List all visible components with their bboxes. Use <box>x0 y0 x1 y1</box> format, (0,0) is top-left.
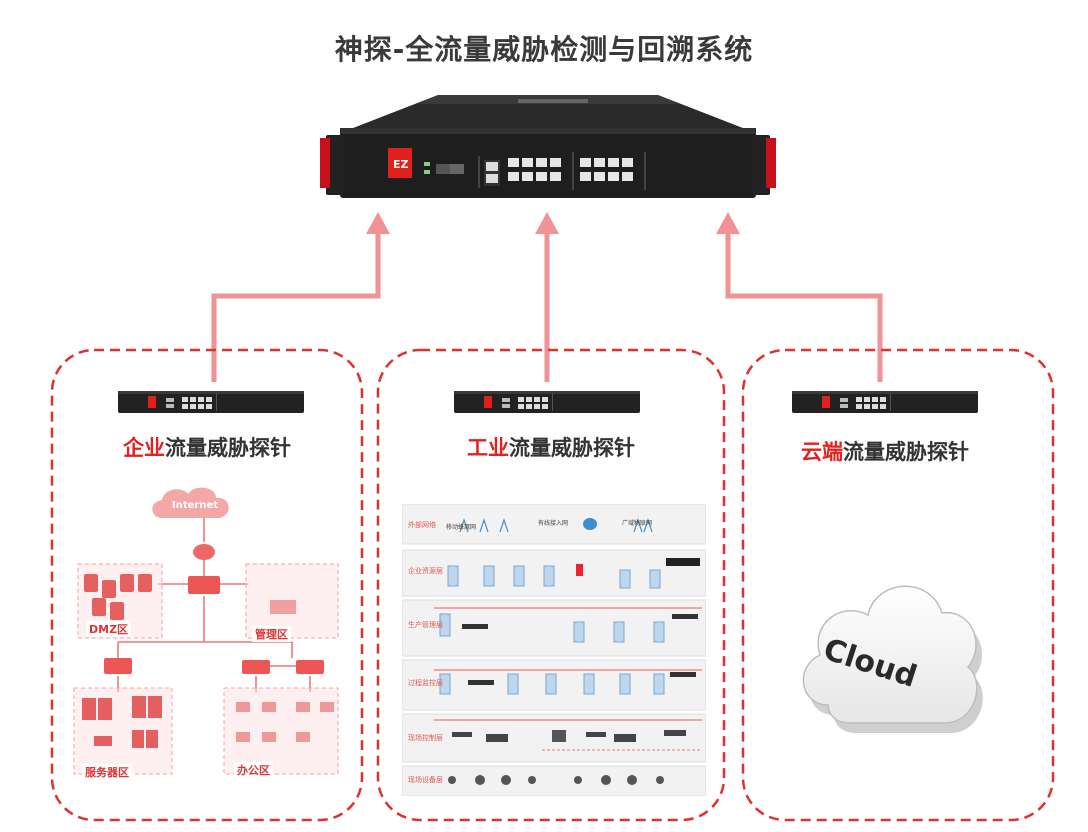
layer-label-process: 过程监控层 <box>408 679 443 687</box>
probe-title-cloud: 云端流量威胁探针 <box>760 436 1010 466</box>
zone-label-office: 办公区 <box>234 762 273 778</box>
dmz-servers-icon <box>84 574 152 620</box>
probe-title-enterprise: 企业流量威胁探针 <box>82 432 332 462</box>
switch-icon <box>296 660 324 674</box>
region-industrial <box>376 348 726 822</box>
region-enterprise <box>50 348 364 822</box>
probe-title-highlight: 企业 <box>123 436 165 460</box>
probe-device-cloud <box>792 391 978 413</box>
office-pcs-icon <box>236 702 334 742</box>
probe-title-highlight: 工业 <box>467 436 509 460</box>
internet-cloud-icon <box>152 487 229 518</box>
switch-icon <box>104 658 132 674</box>
industrial-network-diagram <box>402 504 706 796</box>
management-laptop-icon <box>270 600 296 614</box>
core-switch-icon <box>188 576 220 594</box>
external-net-mobile: 移动蜂窝网 <box>446 524 477 531</box>
main-appliance-image: EZ <box>320 95 776 198</box>
layer-label-field-control: 现场控制层 <box>408 734 443 742</box>
zone-label-management: 管理区 <box>252 626 291 642</box>
region-cloud <box>741 348 1055 822</box>
svg-text:EZ: EZ <box>393 158 409 171</box>
probe-title-rest: 流量威胁探针 <box>165 436 291 460</box>
probe-device-industrial <box>454 391 640 413</box>
cloud-3d-icon <box>802 585 983 734</box>
field-device-icons <box>448 775 664 785</box>
layer-label-field-device: 现场设备层 <box>408 776 443 784</box>
layer-label-external: 外部网络 <box>408 521 436 529</box>
probe-title-industrial: 工业流量威胁探针 <box>426 432 676 462</box>
hmi-screen-icon <box>552 730 566 742</box>
industrial-appliance-icon <box>666 558 700 566</box>
probe-title-rest: 流量威胁探针 <box>843 440 969 464</box>
layer-label-production: 生产管理层 <box>408 621 443 629</box>
arrow-head-center <box>535 212 559 234</box>
switch-icon <box>242 660 270 674</box>
firewall-icon <box>576 564 583 576</box>
zone-label-servers: 服务器区 <box>82 764 132 780</box>
probe-device-enterprise <box>118 391 304 413</box>
arrow-head-left <box>366 212 390 234</box>
server-cluster-icon <box>82 696 162 748</box>
external-net-iot: 广域物联网 <box>622 520 653 527</box>
page-title: 神探-全流量威胁检测与回溯系统 <box>334 33 754 66</box>
router-icon <box>193 544 215 560</box>
internet-label: Internet <box>172 500 219 511</box>
arrow-head-right <box>716 212 740 234</box>
router-icon <box>583 518 597 530</box>
wireless-tower-icons <box>459 518 653 533</box>
enterprise-network-diagram <box>73 487 339 775</box>
external-net-wired: 有线接入网 <box>538 520 569 527</box>
probe-title-rest: 流量威胁探针 <box>509 436 635 460</box>
layer-label-enterprise: 企业资源层 <box>408 567 443 575</box>
zone-label-dmz: DMZ区 <box>86 621 132 637</box>
probe-title-highlight: 云端 <box>801 440 843 464</box>
